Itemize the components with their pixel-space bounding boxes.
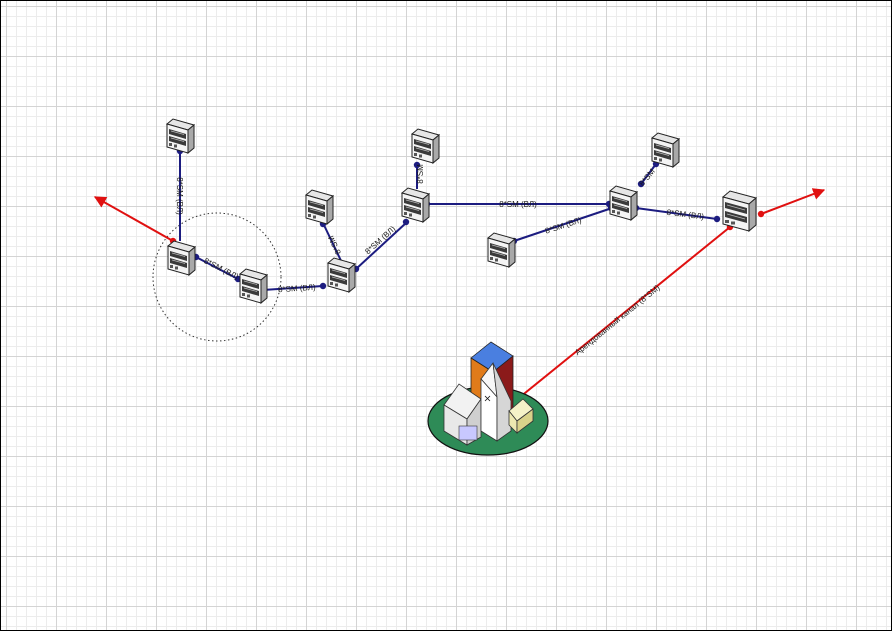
server-icon[interactable] xyxy=(651,132,680,168)
link-3[interactable] xyxy=(262,285,324,291)
building-icon[interactable] xyxy=(427,341,549,456)
link-label-7: 8*SM (ВЛ) xyxy=(499,200,537,209)
exit-arrow-right[interactable] xyxy=(760,188,826,215)
ring-boundary xyxy=(152,212,282,342)
link-label-1: 8*SM (ВЛ) xyxy=(175,177,184,215)
server-icon[interactable] xyxy=(401,187,430,223)
server-icon[interactable] xyxy=(327,257,356,293)
server-icon[interactable] xyxy=(487,232,516,268)
exit-arrow-left[interactable] xyxy=(93,196,174,242)
link-10[interactable] xyxy=(635,207,718,220)
server-icon[interactable] xyxy=(722,190,757,232)
link-endpoints xyxy=(176,147,721,294)
server-icon[interactable] xyxy=(167,240,196,276)
link-label-3: 8*SM (ВЛ) xyxy=(278,283,316,295)
server-icon[interactable] xyxy=(239,268,268,304)
link-9[interactable] xyxy=(513,207,613,242)
server-icon[interactable] xyxy=(166,118,195,154)
server-icon[interactable] xyxy=(609,185,638,221)
link-label-8: 8*SM xyxy=(637,167,657,188)
server-icon[interactable] xyxy=(411,128,440,164)
rented-channel-link[interactable] xyxy=(503,226,731,411)
link-label-6: 8*SM xyxy=(416,164,425,184)
link-label-2: 8*SM (ВЛ) xyxy=(202,256,240,281)
link-2[interactable] xyxy=(195,256,239,280)
link-label-rented: Арендованный канал (8*SM) xyxy=(573,283,662,357)
link-label-5: 8*SM (ВЛ) xyxy=(363,224,397,256)
link-5[interactable] xyxy=(355,222,407,270)
link-label-10: 8*SM (ВЛ) xyxy=(666,208,705,222)
link-8[interactable] xyxy=(640,163,657,185)
link-label-4: 8*SM xyxy=(326,234,343,256)
server-icon[interactable] xyxy=(305,189,334,225)
rented-endpoints xyxy=(169,210,765,414)
link-label-9: 8*SM (ВЛ) xyxy=(544,215,583,235)
